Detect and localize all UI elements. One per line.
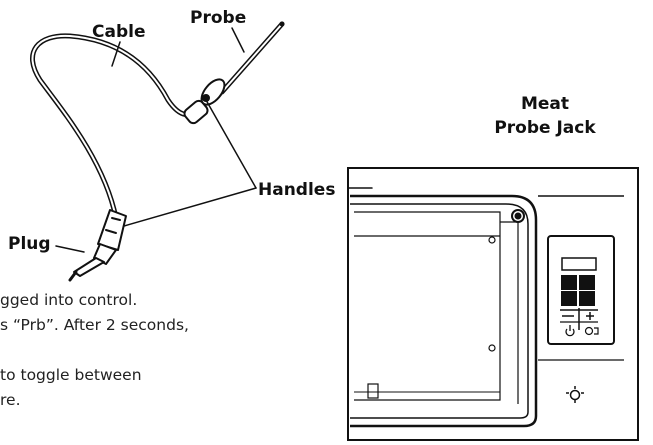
label-meat-probe-jack: Meat Probe Jack [470, 92, 620, 140]
text-line-5: re. [0, 391, 21, 409]
probe-leader [231, 27, 245, 53]
key-1 [561, 275, 577, 290]
instruction-text: gged into control. s “Prb”. After 2 seco… [0, 288, 345, 413]
label-plug: Plug [8, 234, 51, 254]
settings-icon [584, 326, 599, 336]
handles-leader-upper [205, 99, 257, 189]
cable [30, 33, 208, 221]
label-handles: Handles [258, 180, 336, 200]
display-window [561, 257, 597, 271]
upper-handle [183, 78, 226, 125]
key-4 [579, 291, 595, 306]
probe-assembly [30, 21, 373, 282]
cable-leader [111, 41, 121, 67]
probe-jack-icon [566, 386, 584, 403]
door-hinge-screw [511, 209, 525, 223]
power-icon [565, 325, 575, 337]
jack-title-line-1: Meat [520, 94, 570, 114]
jack-title-line-2: Probe Jack [494, 118, 596, 138]
keypad-bezel [547, 235, 615, 345]
label-probe: Probe [190, 8, 247, 28]
handles-leader-lower [123, 187, 257, 227]
text-line-2: s “Prb”. After 2 seconds, [0, 316, 189, 334]
door-frame [350, 194, 538, 428]
rack-slot [367, 383, 379, 399]
text-line-4: to toggle between [0, 366, 142, 384]
label-cable: Cable [92, 22, 146, 42]
oven-panel [347, 167, 639, 441]
key-2 [579, 275, 595, 290]
key-3 [561, 291, 577, 306]
plug [68, 243, 117, 282]
text-line-3 [0, 338, 345, 363]
plug-leader [55, 245, 85, 253]
text-line-1: gged into control. [0, 291, 138, 309]
panel-outline [347, 167, 639, 441]
